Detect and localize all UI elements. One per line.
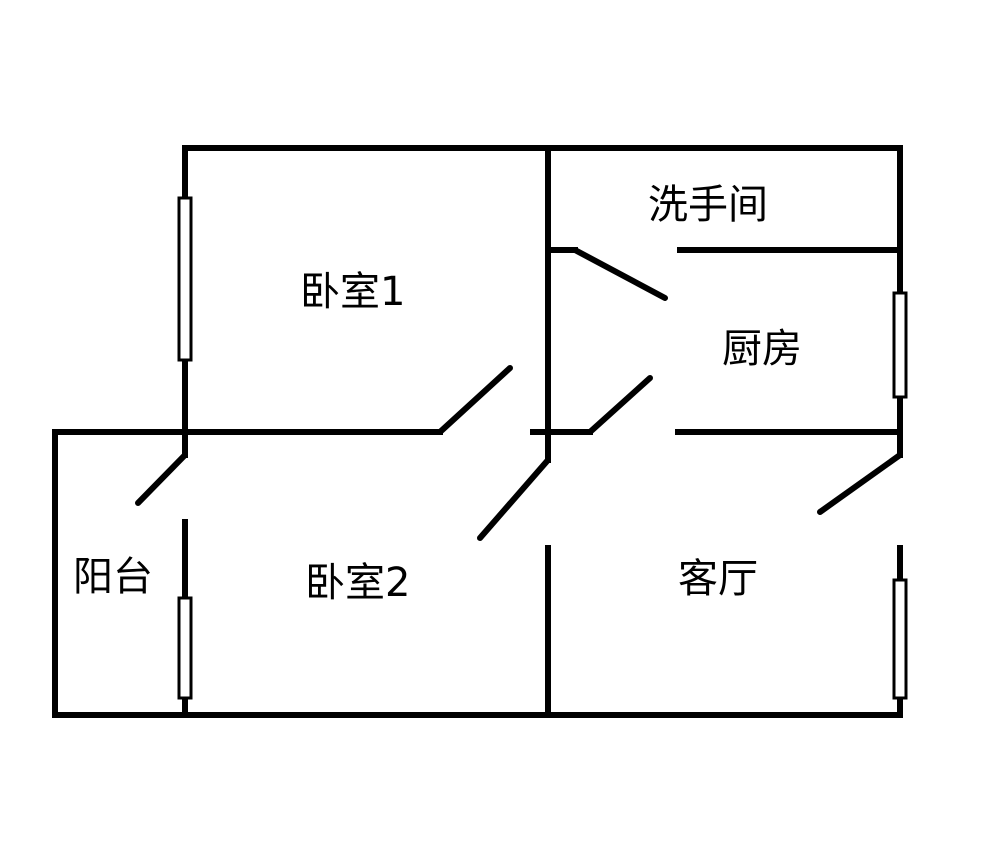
door-kitchen [587,375,653,435]
door-bathroom [572,247,668,301]
doors [135,247,903,541]
window-balcony [177,596,193,700]
label-bedroom2: 卧室2 [305,560,410,606]
label-living-room: 客厅 [678,556,758,602]
window-kitchen [892,291,908,399]
door-balcony [135,452,188,506]
label-bedroom1: 卧室1 [300,269,405,315]
windows [177,196,908,700]
door-living-room [817,452,903,515]
door-bedroom1 [437,365,513,435]
window-living-room [892,578,908,700]
label-bathroom: 洗手间 [648,182,768,228]
room-labels: 卧室1 洗手间 厨房 阳台 卧室2 客厅 [73,182,802,606]
door-bedroom2 [477,457,551,541]
label-balcony: 阳台 [73,554,153,600]
label-kitchen: 厨房 [722,326,802,372]
window-bedroom1 [177,196,193,362]
